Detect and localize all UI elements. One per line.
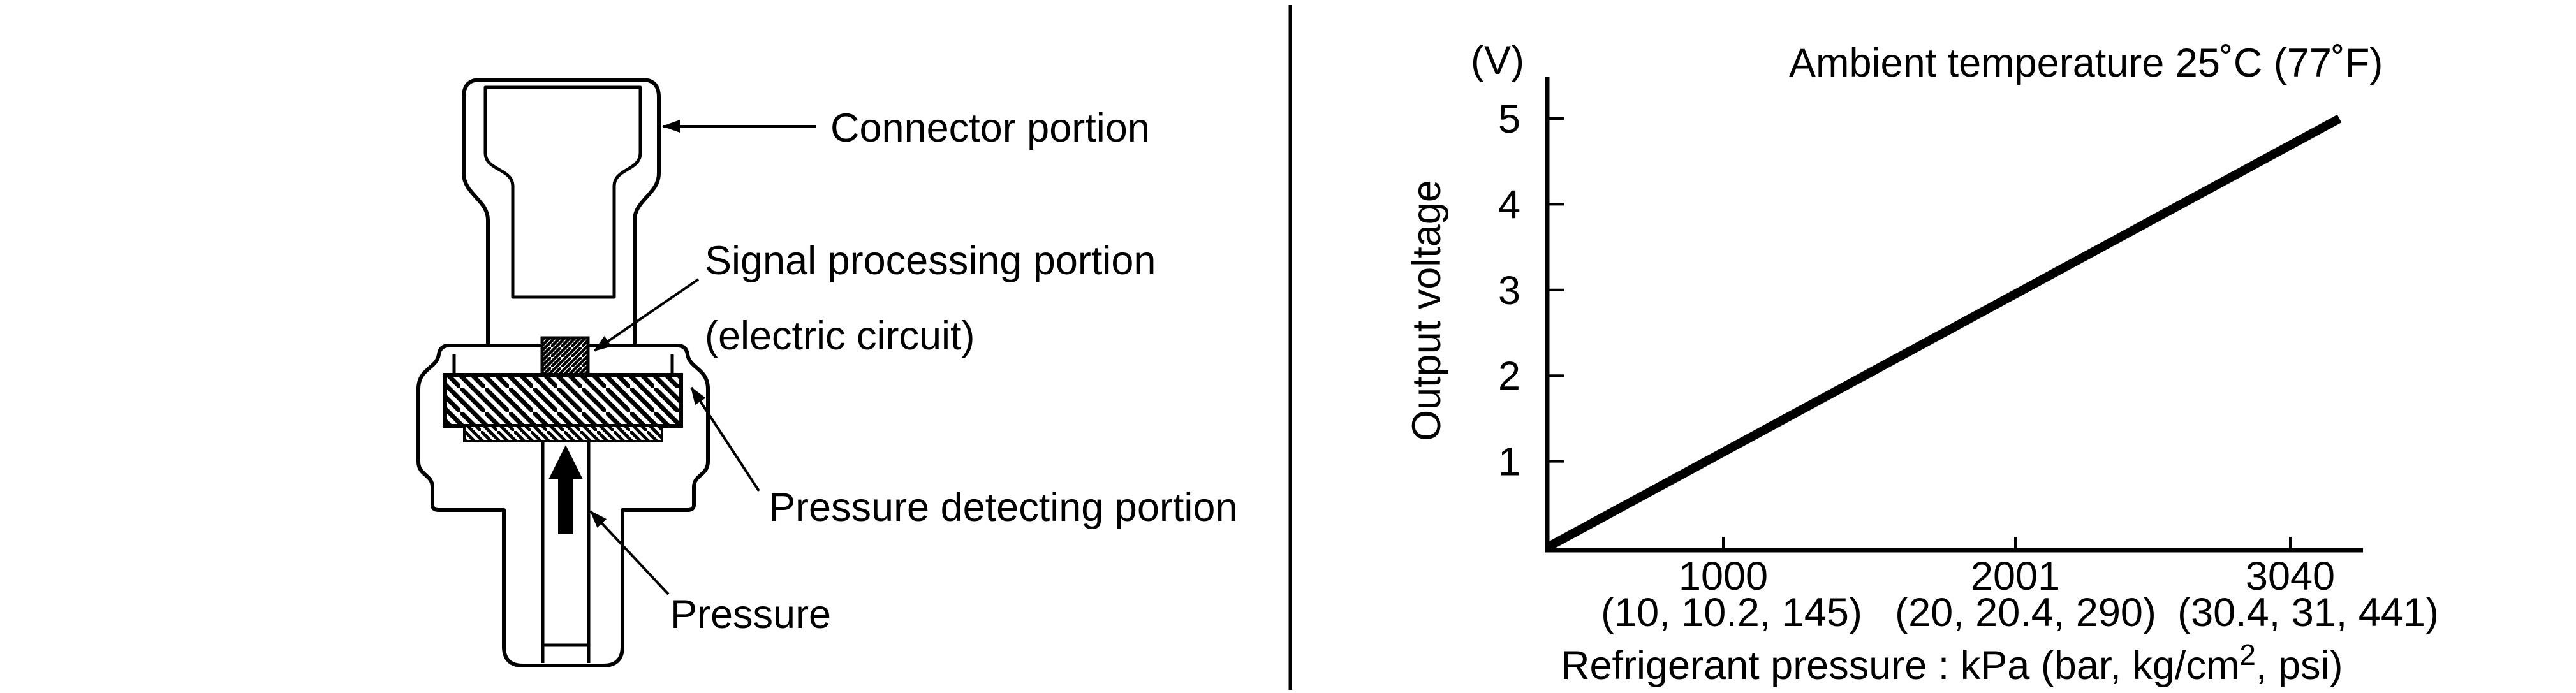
pressure-detecting-strip bbox=[463, 425, 663, 442]
x-tick-label: 3040 bbox=[2246, 554, 2335, 599]
pressure-label: Pressure bbox=[670, 592, 831, 637]
x-axis-ticks: 1000(10, 10.2, 145) 2001(20, 20.4, 290) 30… bbox=[1601, 537, 2439, 635]
pressure-detecting-leader-arrow bbox=[690, 386, 760, 492]
pressure-flow-arrow-icon bbox=[548, 445, 583, 534]
voltage-line bbox=[1545, 114, 2342, 551]
y-axis-unit: (V) bbox=[1471, 38, 1524, 83]
x-tick-alt-label: (20, 20.4, 290) bbox=[1895, 590, 2156, 635]
signal-leader-arrow bbox=[593, 278, 700, 352]
connector-label: Connector portion bbox=[830, 106, 1150, 150]
housing-outline bbox=[416, 344, 710, 667]
y-tick-label: 2 bbox=[1498, 354, 1520, 398]
y-tick-label: 4 bbox=[1498, 182, 1520, 227]
x-tick-label: 1000 bbox=[1679, 554, 1768, 599]
y-tick-label: 3 bbox=[1498, 268, 1520, 313]
y-axis-label: Output voltage bbox=[1404, 180, 1449, 441]
y-tick-label: 1 bbox=[1498, 440, 1520, 485]
x-axis-label: Refrigerant pressure : kPa (bar, kg/cm2,… bbox=[1561, 638, 2343, 688]
signal-processing-label-line2: (electric circuit) bbox=[705, 314, 975, 358]
pressure-tube bbox=[541, 441, 591, 663]
x-tick-alt-label: (30.4, 31, 441) bbox=[2177, 590, 2439, 635]
y-axis-ticks: 1 2 3 4 5 bbox=[1498, 97, 1564, 485]
signal-processing-label-line1: Signal processing portion bbox=[705, 238, 1156, 283]
connector-cavity-outline bbox=[483, 85, 642, 299]
x-tick-label: 2001 bbox=[1971, 554, 2060, 599]
sensor-diagram: Connector portion Signal processing port… bbox=[416, 78, 1237, 667]
chart-title: Ambient temperature 25˚C (77˚F) bbox=[1789, 41, 2383, 85]
data-line bbox=[1545, 114, 2342, 551]
pressure-leader-arrow bbox=[589, 510, 670, 595]
pressure-detecting-label: Pressure detecting portion bbox=[769, 485, 1237, 530]
signal-processing-box bbox=[540, 336, 590, 377]
output-voltage-chart: 1 2 3 4 5 1000(10, 10.2, 145) 2001(20, 20.4, … bbox=[1404, 38, 2439, 688]
x-tick-alt-label: (10, 10.2, 145) bbox=[1601, 590, 1862, 635]
y-tick-label: 5 bbox=[1498, 97, 1520, 142]
pressure-detecting-band bbox=[443, 373, 683, 428]
connector-outline bbox=[462, 78, 661, 347]
